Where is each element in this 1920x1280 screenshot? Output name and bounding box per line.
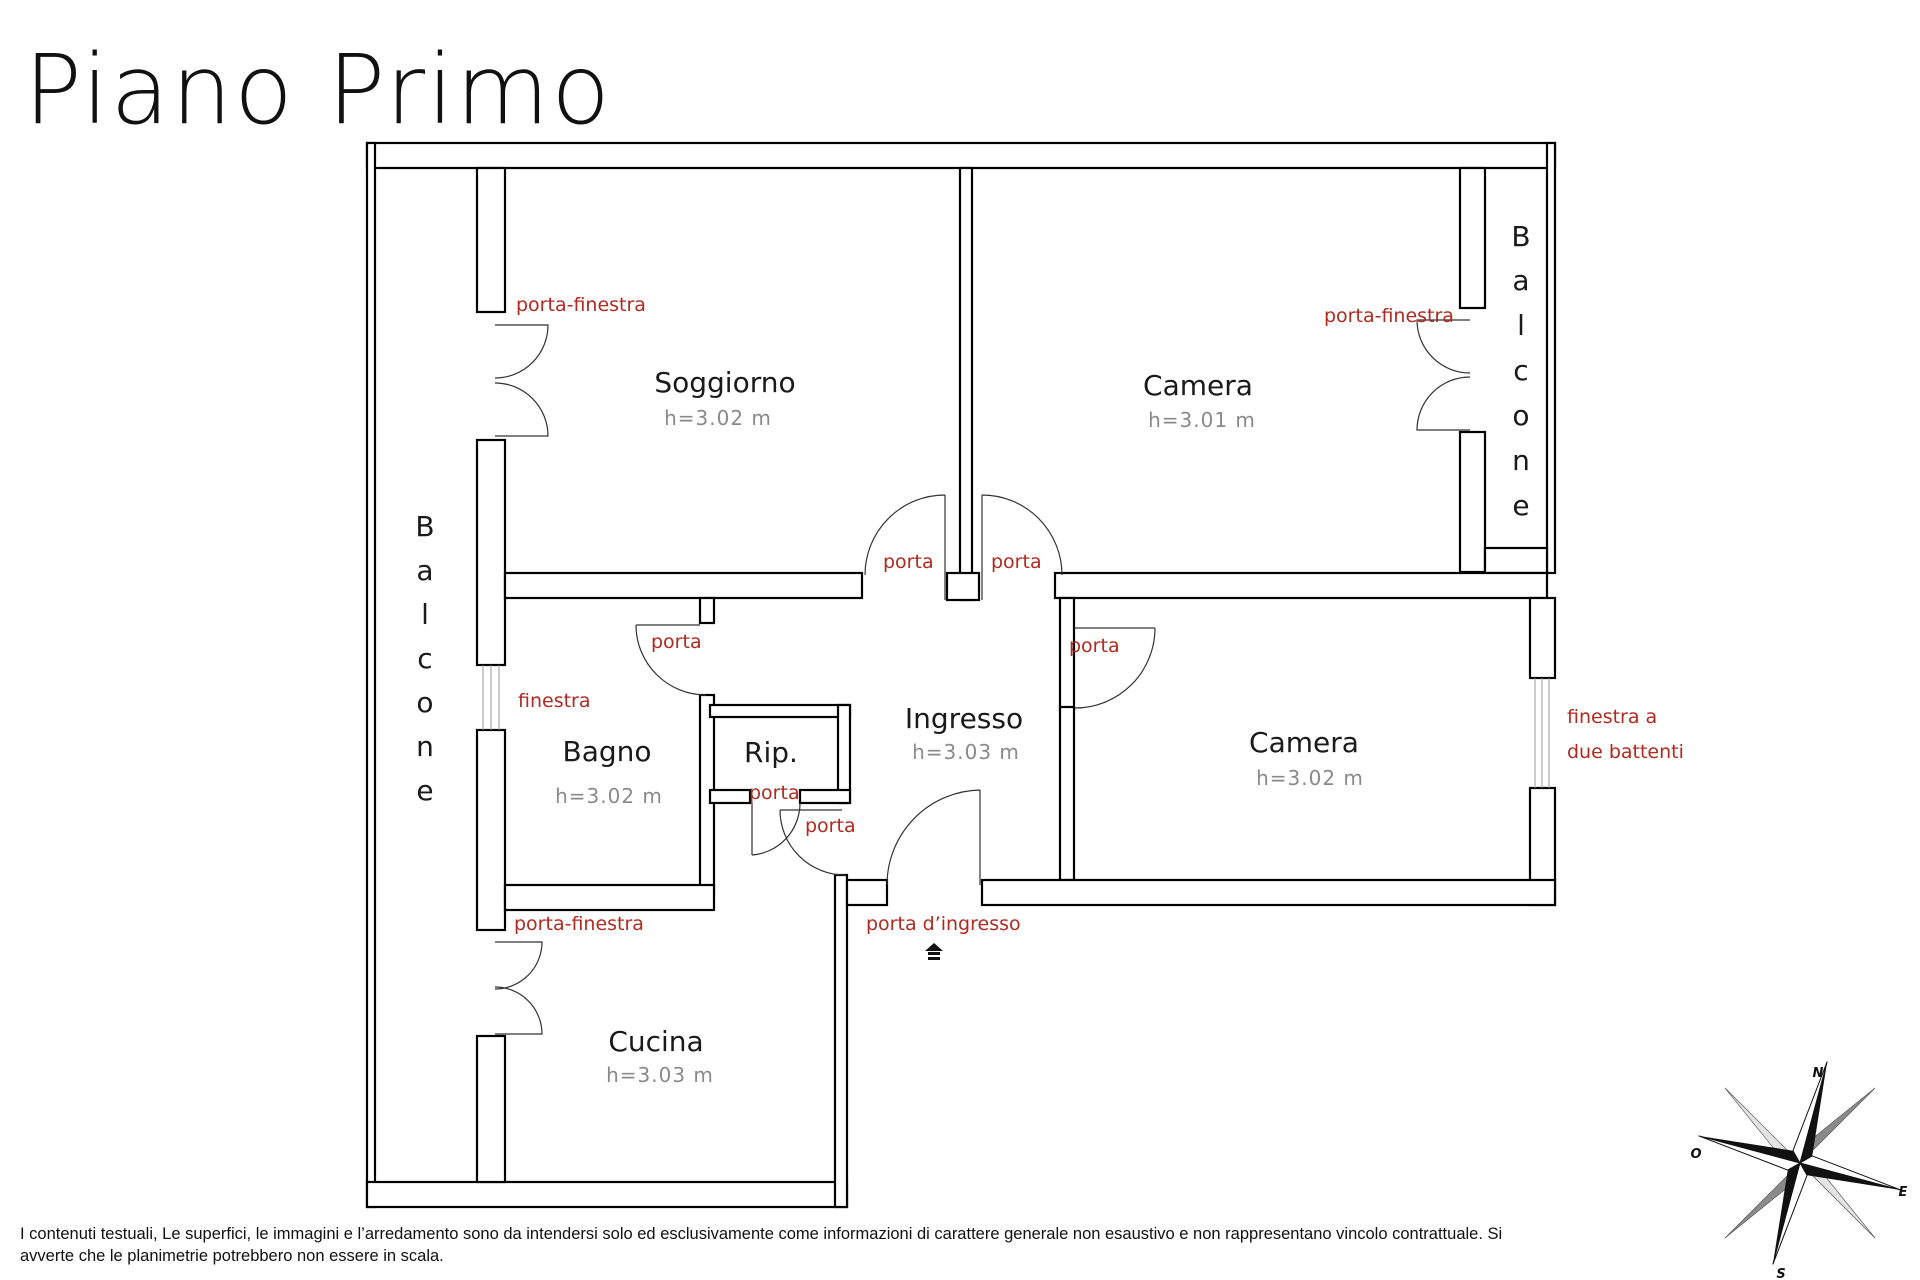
svg-text:e: e [1512,489,1529,522]
porta-finestra-swing-1 [494,324,549,379]
porta-finestra-swing-4 [1416,376,1471,431]
porta-bagno-swing [635,624,707,696]
svg-text:c: c [417,642,432,675]
wall-rip-top [708,703,852,719]
wall-inner-left-2 [475,438,507,667]
wall-bottom-right [980,878,1557,907]
porta-finestra-swing-3 [1416,319,1471,374]
wall-soggiorno-camera [958,166,974,602]
wall-top [365,141,1557,170]
wall-left [365,141,377,1209]
room-name-bagno: Bagno [562,735,651,768]
wall-right-top [1545,141,1557,575]
compass-s-label: S [1776,1267,1785,1280]
room-name-rip: Rip. [744,736,798,769]
wall-inner-left-1 [475,166,507,314]
compass-rose-icon [1698,1061,1902,1265]
compass-e-label: E [1899,1185,1908,1200]
label-due-battenti: due battenti [1567,741,1684,763]
room-name-camera-2: Camera [1249,726,1359,759]
room-height-soggiorno: h=3.02 m [664,406,772,430]
svg-text:n: n [1512,444,1530,477]
porta-camera2-swing [1074,627,1156,709]
porta-soggiorno-swing [864,494,946,600]
room-height-camera-2: h=3.02 m [1256,766,1364,790]
svg-text:B: B [415,510,434,543]
wall-inner-left-3 [475,728,507,932]
porta-finestra-swing-5 [494,941,543,990]
finestra-camera-glass [1534,678,1550,788]
room-height-camera-1: h=3.01 m [1148,408,1256,432]
svg-text:a: a [1512,264,1529,297]
svg-text:a: a [416,554,433,587]
label-porta-finestra-soggiorno: porta-finestra [516,294,646,316]
label-porta-rip: porta [749,782,800,804]
label-finestra-a: finestra a [1567,706,1657,728]
label-porta-soggiorno: porta [883,551,934,573]
label-porta-camera: porta [991,551,1042,573]
wall-right-lower-1 [1528,596,1557,680]
compass-o-label: O [1690,1147,1701,1162]
wall-rip-bottom-left [708,788,752,805]
label-porta-bagno: porta [651,631,702,653]
finestra-bagno-glass [482,665,500,730]
room-name-soggiorno: Soggiorno [654,366,795,399]
porta-cucina-swing [779,809,846,876]
wall-cucina-right [833,873,849,1209]
svg-text:l: l [421,598,429,631]
room-height-ingresso: h=3.03 m [912,740,1020,764]
svg-text:o: o [416,686,433,719]
wall-camera2-left-2 [1058,705,1076,882]
wall-center-stub [945,571,981,602]
label-porta-finestra-cucina: porta-finestra [514,913,644,935]
wall-right-balcony-1 [1458,166,1487,310]
wall-bottom-ingresso-left [845,878,889,907]
svg-text:e: e [416,774,433,807]
room-height-cucina: h=3.03 m [606,1063,714,1087]
wall-rip-right [836,703,852,805]
compass-n-label: N [1813,1066,1824,1081]
svg-text:l: l [1517,309,1525,342]
disclaimer-text: I contenuti testuali, Le superfici, le i… [20,1225,1503,1265]
room-name-cucina: Cucina [608,1025,703,1058]
svg-text:c: c [1513,354,1528,387]
wall-bottom-left [365,1180,849,1209]
walls [365,141,1557,1209]
svg-text:B: B [1511,220,1530,253]
room-name-camera-1: Camera [1143,369,1253,402]
wall-camera-bottom [1053,571,1549,600]
room-name-ingresso: Ingresso [905,702,1023,735]
wall-right-balcony-bottom [1483,546,1549,575]
door-swings [482,319,1550,1035]
wall-soggiorno-bottom [503,571,864,600]
label-porta-ingresso: porta d’ingresso [866,913,1021,935]
entrance-arrow-icon [925,943,943,960]
porta-rip-swing [751,802,801,856]
wall-rip-bottom-right [798,788,852,805]
svg-text:n: n [416,730,434,763]
balcone-left-label: B a l c o n e [415,510,434,807]
porta-camera-swing [981,494,1063,600]
label-porta-finestra-camera: porta-finestra [1324,305,1454,327]
porta-finestra-swing-6 [494,986,543,1035]
wall-right-balcony-2 [1458,430,1487,574]
balcone-right-label: B a l c o n e [1511,220,1530,522]
plan-title: Piano Primo [24,34,612,146]
label-finestra-bagno: finestra [518,690,591,712]
wall-bagno-bottom [503,883,716,912]
wall-inner-left-4 [475,1034,507,1184]
label-porta-cucina: porta [805,815,856,837]
porta-ingresso-swing [886,789,981,886]
svg-text:o: o [1512,399,1529,432]
room-height-bagno: h=3.02 m [555,784,663,808]
wall-bagno-top-stub [698,596,716,625]
label-porta-camera-2: porta [1069,635,1120,657]
porta-finestra-swing-2 [494,382,549,437]
